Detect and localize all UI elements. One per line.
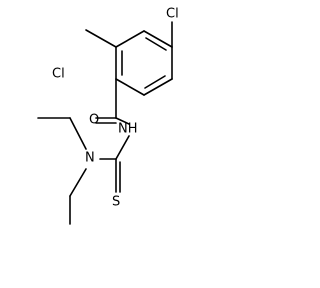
- atom-label-cl-top: Cl: [166, 7, 179, 22]
- atom-label-nh: NH: [118, 122, 138, 137]
- molecule-structure: Cl Cl O NH N S: [37, 7, 179, 225]
- ring-bond: [143, 30, 173, 48]
- ring-bond: [115, 78, 145, 96]
- ring-bond: [143, 78, 173, 96]
- bond-n-ethyl-lower: [69, 168, 87, 197]
- atom-label-n: N: [85, 151, 95, 166]
- ring-double-bond: [144, 75, 166, 89]
- ring-double-bond: [145, 37, 167, 51]
- ring-bond: [115, 30, 145, 48]
- bond-c2-cl: [85, 29, 117, 48]
- atom-label-cl-left: Cl: [52, 67, 65, 82]
- bond-n-ethyl-upper: [69, 117, 87, 150]
- benzene-ring: [115, 30, 173, 96]
- atom-label-o: O: [89, 113, 99, 128]
- bond-nh-thiocarbonyl: [115, 135, 130, 160]
- bond-carbonyl-nh: [115, 117, 130, 125]
- atom-label-s: S: [112, 195, 120, 210]
